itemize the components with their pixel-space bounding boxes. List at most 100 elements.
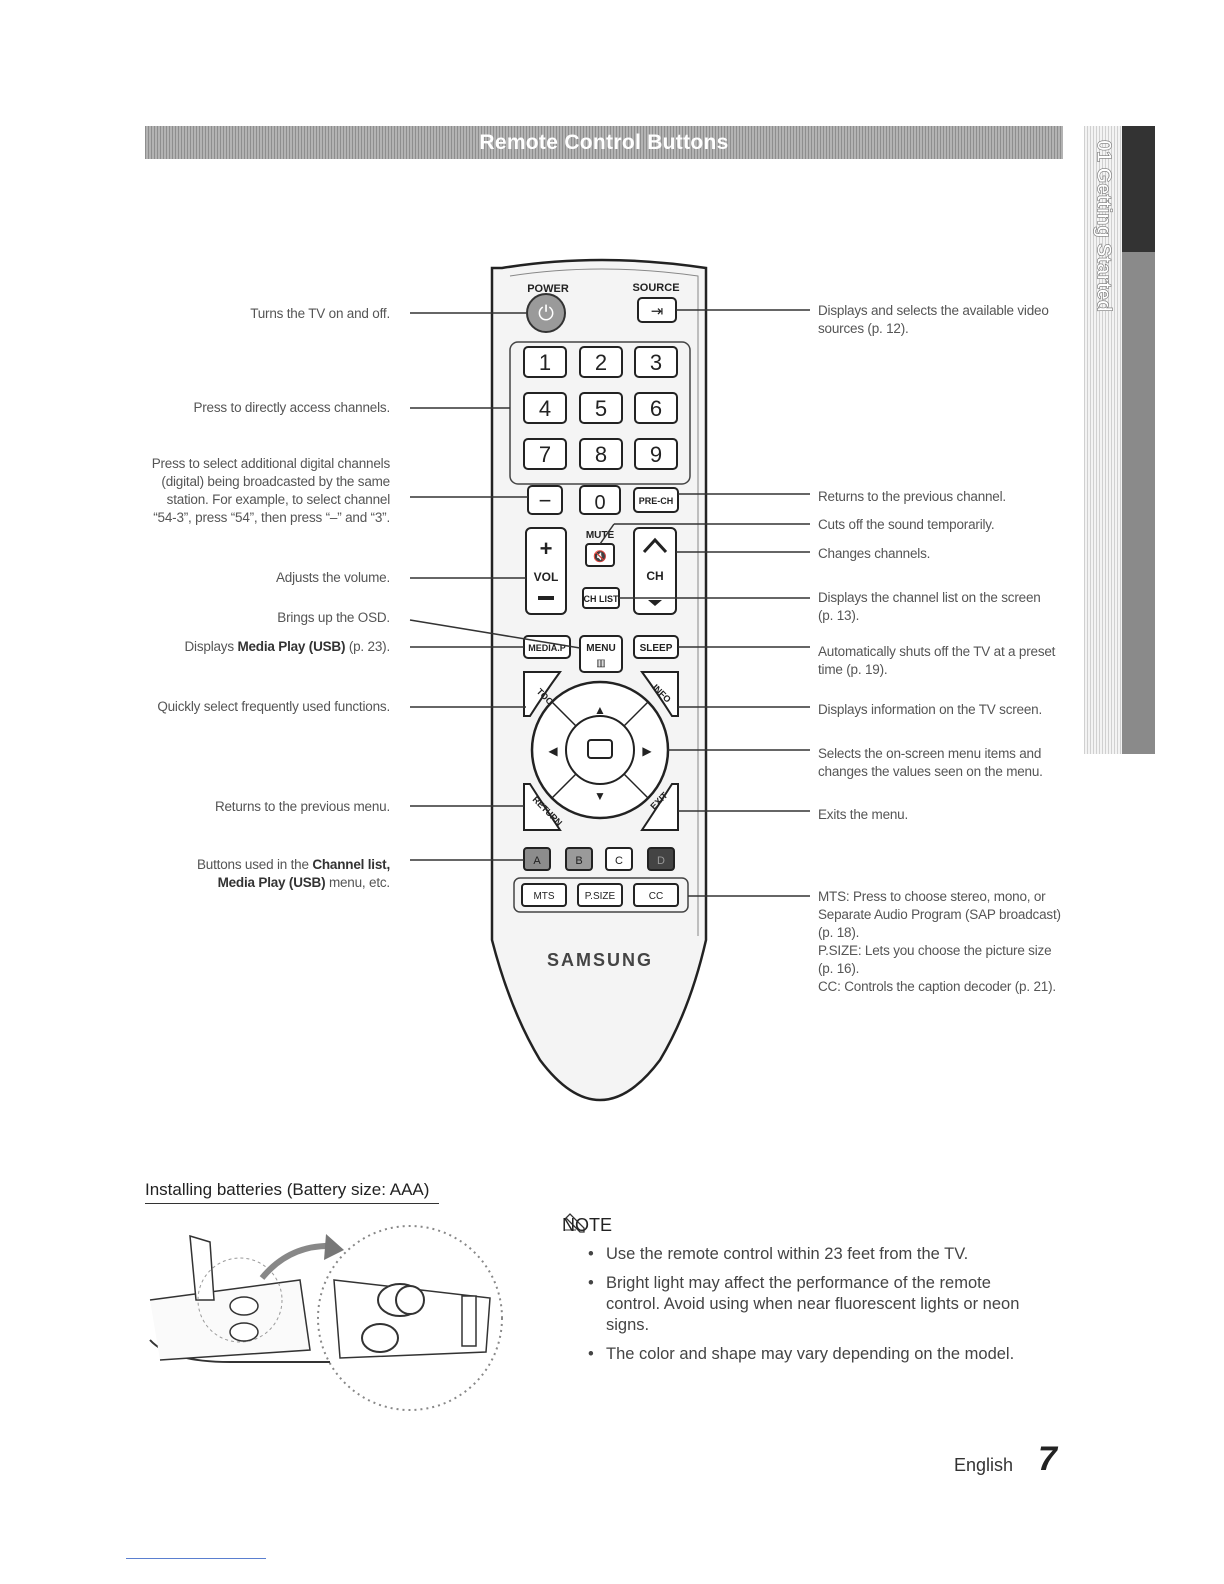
digit-button-1[interactable]: 1 [523, 346, 567, 378]
ch-label: CH [646, 569, 663, 583]
nav-down-icon: ▼ [594, 789, 606, 803]
digit-label: 8 [595, 442, 607, 467]
digit-label: 6 [650, 396, 662, 421]
annotation-return: Returns to the previous menu. [214, 799, 390, 814]
chapter-tab-marker [1122, 126, 1155, 754]
annotation-media: Displays Media Play (USB) (p. 23). [140, 638, 390, 656]
sleep-button[interactable]: SLEEP [633, 635, 679, 659]
digit-label: 2 [595, 350, 607, 375]
zero-button[interactable]: 0 [579, 485, 621, 515]
digit-button-3[interactable]: 3 [634, 346, 678, 378]
mts-desc: Press to choose stereo, mono, or Separat… [818, 889, 1061, 940]
note-item: The color and shape may vary depending o… [588, 1344, 1048, 1365]
mute-icon: 🔇 [593, 550, 607, 563]
annotation-sleep: Automatically shuts off the TV at a pres… [818, 644, 1056, 677]
annotation-media-post: (p. 23). [345, 639, 390, 654]
digit-button-2[interactable]: 2 [579, 346, 623, 378]
annotation-mts-psize-cc: MTS: Press to choose stereo, mono, or Se… [818, 888, 1068, 996]
nav-right-icon: ▶ [642, 744, 652, 758]
annotation-color: Buttons used in the Channel list, Media … [140, 856, 390, 892]
bottom-rule [126, 1558, 266, 1559]
psize-desc: Lets you choose the picture size (p. 16)… [818, 943, 1052, 976]
annotation-color-post: menu, etc. [325, 875, 390, 890]
psize-button[interactable]: P.SIZE [577, 883, 623, 907]
annotation-media-pre: Displays [184, 639, 238, 654]
vol-down-icon [538, 596, 554, 600]
menu-button[interactable]: MENU ▥ [579, 635, 623, 673]
mts-label: MTS [533, 891, 554, 902]
dash-button[interactable]: − [527, 485, 563, 515]
menu-label: MENU [586, 643, 615, 654]
annotation-color-bold1: Channel list, [312, 857, 390, 872]
mute-button[interactable]: 🔇 [585, 543, 615, 567]
page-number: 7 [1038, 1440, 1057, 1478]
digit-button-8[interactable]: 8 [579, 438, 623, 470]
power-label: POWER [527, 283, 569, 295]
zero-label: 0 [594, 492, 605, 514]
color-c-label: C [615, 855, 623, 867]
color-a-label: A [533, 855, 541, 867]
annotation-color-bold2: Media Play (USB) [217, 875, 326, 890]
annotation-nav: Selects the on-screen menu items and cha… [818, 746, 1043, 779]
nav-up-icon: ▲ [594, 703, 606, 717]
source-button[interactable]: ⇥ [637, 297, 677, 323]
digit-button-5[interactable]: 5 [579, 392, 623, 424]
digit-label: 1 [539, 350, 551, 375]
channel-rocker[interactable]: CH [633, 527, 677, 615]
mute-label: MUTE [586, 530, 615, 541]
ch-down-icon [648, 600, 662, 606]
annotation-chlist: Displays the channel list on the screen … [818, 590, 1041, 623]
digit-button-4[interactable]: 4 [523, 392, 567, 424]
color-a-button[interactable]: A [523, 847, 551, 871]
note-item: Bright light may affect the performance … [588, 1273, 1048, 1336]
footer-language: English [954, 1455, 1014, 1475]
annotation-color-pre: Buttons used in the [196, 857, 313, 872]
section-header: Remote Control Buttons [145, 126, 1063, 159]
digit-button-7[interactable]: 7 [523, 438, 567, 470]
note-heading: NOTE [562, 1215, 612, 1236]
navigation-pad[interactable]: ▲ ▼ ◀ ▶ [530, 680, 670, 820]
note-item: Use the remote control within 23 feet fr… [588, 1244, 1048, 1265]
power-button[interactable]: ⏻ [526, 293, 566, 333]
leader-lines [409, 309, 810, 897]
vol-label: VOL [534, 570, 559, 584]
mts-button[interactable]: MTS [521, 883, 567, 907]
color-d-button[interactable]: D [647, 847, 675, 871]
digit-button-9[interactable]: 9 [634, 438, 678, 470]
section-title: Remote Control Buttons [479, 130, 729, 154]
psize-label: P.SIZE [585, 891, 616, 902]
annotation-numbers: Press to directly access channels. [193, 400, 390, 415]
color-b-label: B [575, 855, 582, 867]
digit-button-6[interactable]: 6 [634, 392, 678, 424]
chlist-button[interactable]: CH LIST [582, 587, 620, 609]
digit-label: 7 [539, 442, 551, 467]
volume-rocker[interactable]: + VOL [525, 527, 567, 615]
note-list: Use the remote control within 23 feet fr… [588, 1244, 1048, 1373]
source-label: SOURCE [632, 282, 679, 294]
annotation-mute: Cuts off the sound temporarily. [818, 517, 995, 532]
prech-label: PRE-CH [639, 496, 674, 506]
install-batteries-title: Installing batteries (Battery size: AAA) [145, 1180, 439, 1204]
annotation-media-bold: Media Play (USB) [237, 639, 346, 654]
annotation-menu: Brings up the OSD. [277, 610, 390, 625]
annotation-volume: Adjusts the volume. [275, 570, 390, 585]
sleep-label: SLEEP [640, 643, 673, 654]
digit-label: 9 [650, 442, 662, 467]
battery-illustration [149, 1225, 503, 1411]
cc-button[interactable]: CC [633, 883, 679, 907]
digit-label: 4 [539, 396, 551, 421]
annotation-source: Displays and selects the available video… [818, 303, 1049, 336]
color-b-button[interactable]: B [565, 847, 593, 871]
color-c-button[interactable]: C [605, 847, 633, 871]
dash-label: − [539, 488, 552, 513]
annotation-prech: Returns to the previous channel. [818, 489, 1006, 504]
mediap-label: MEDIA.P [528, 643, 566, 653]
note-heading-label: NOTE [562, 1215, 613, 1235]
cc-desc-label: CC: [818, 979, 841, 994]
annotation-tools: Quickly select frequently used functions… [157, 699, 390, 714]
brand-logo: SAMSUNG [547, 950, 653, 970]
prech-button[interactable]: PRE-CH [633, 487, 679, 513]
annotation-dash: Press to select additional digital chann… [151, 456, 390, 525]
digit-label: 5 [595, 396, 607, 421]
